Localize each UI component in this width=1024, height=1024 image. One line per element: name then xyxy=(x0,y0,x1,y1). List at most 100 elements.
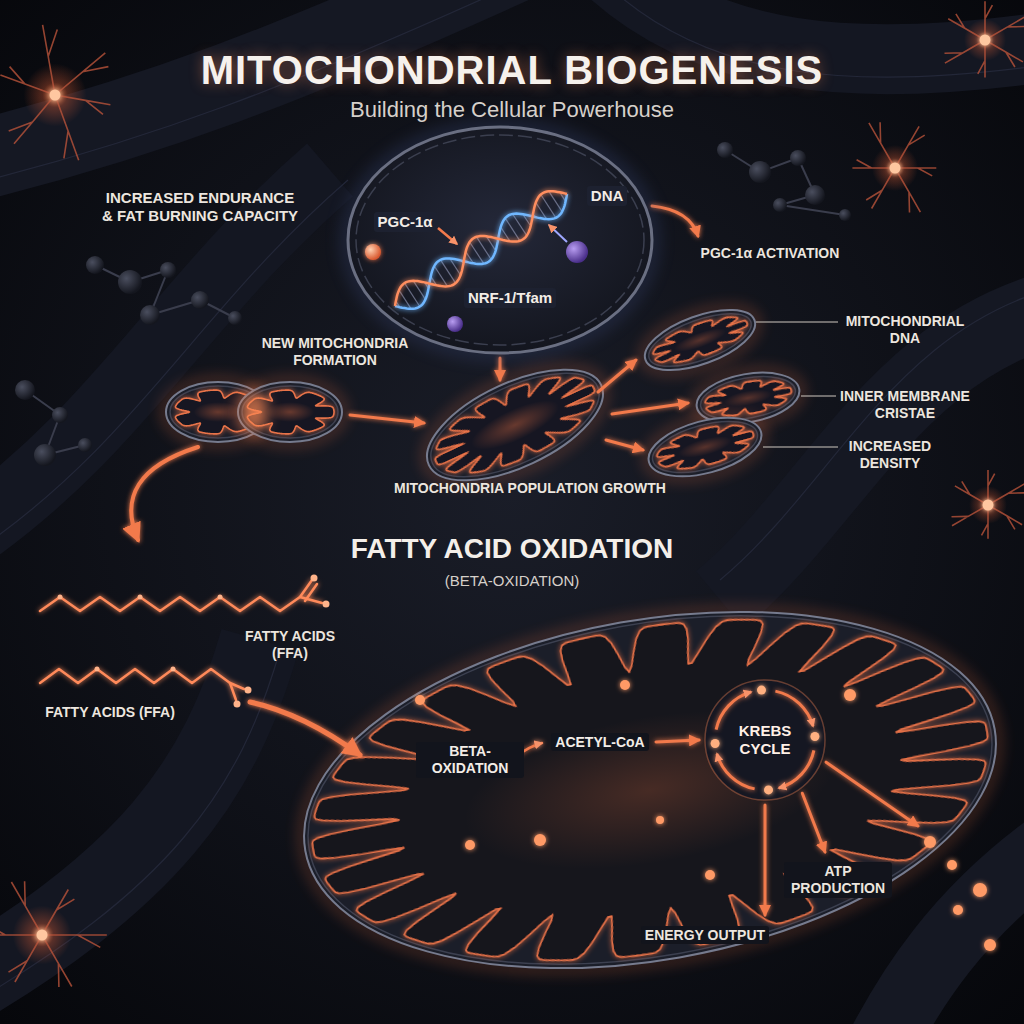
part-label: INNER MEMBRANE CRISTAE xyxy=(830,388,980,422)
neuron-glow xyxy=(895,168,936,176)
fatty-acid-atoms xyxy=(323,601,330,608)
neuron-glow xyxy=(55,95,79,160)
neuron-glow xyxy=(42,935,72,987)
krebs-shape xyxy=(810,732,819,741)
molecule-label: FATTY ACIDS (FFA) xyxy=(230,628,350,662)
molecule-cluster xyxy=(15,380,92,466)
mito-shape xyxy=(656,816,664,824)
nucleus-shape xyxy=(365,244,381,260)
section-subheading: (BETA-OXIDATION) xyxy=(445,572,579,590)
atp-particles xyxy=(984,939,996,951)
protein-label: PGC-1α xyxy=(374,212,437,232)
flow-arrows xyxy=(826,762,918,826)
muscle-fibers xyxy=(0,640,260,1000)
neuron-glow xyxy=(0,67,55,95)
neuron-glow xyxy=(42,935,107,947)
flow-arrows xyxy=(656,740,699,742)
molecule-cluster xyxy=(140,305,160,325)
neuron-glow xyxy=(866,168,895,209)
molecule-cluster xyxy=(228,311,242,325)
krebs-shape xyxy=(711,739,720,748)
molecule-cluster xyxy=(86,256,104,274)
cycle-label: KREBS CYCLE xyxy=(725,722,805,758)
mitochondrion-shape xyxy=(465,391,565,459)
neuron-glow xyxy=(55,95,110,114)
output-label: ATP PRODUCTION xyxy=(784,862,892,898)
neuron-glow xyxy=(955,481,988,505)
molecule-cluster xyxy=(717,142,733,158)
fatty-acid-atoms xyxy=(58,595,63,600)
subtitle: Building the Cellular Powerhouse xyxy=(350,97,674,123)
diagram-title: MITOCHONDRIAL BIOGENESIS xyxy=(201,46,824,94)
dna-helix xyxy=(549,191,562,211)
mitochondrion-shape xyxy=(416,352,613,498)
cell-nucleus: PGC-1αDNANRF-1/Tfam xyxy=(345,124,655,356)
nucleus-shape xyxy=(356,135,644,345)
dna-label: DNA xyxy=(587,186,628,206)
nucleus-shape xyxy=(549,225,567,242)
neuron-glow xyxy=(0,881,107,987)
mitochondrion-shape xyxy=(676,432,733,462)
muscle-fibers xyxy=(720,300,1024,600)
molecule-cluster xyxy=(839,209,851,221)
atp-particles xyxy=(947,860,957,870)
mitochondrion-shape xyxy=(285,572,1015,1009)
mitochondrion-shape xyxy=(642,407,768,487)
fatty-acid-atoms xyxy=(95,667,100,672)
krebs-shape xyxy=(775,691,813,726)
nucleus-shape xyxy=(438,228,457,244)
mitochondrion-shape xyxy=(647,412,763,482)
mitochondrion-shape xyxy=(640,404,770,489)
neuron-glow xyxy=(42,890,74,936)
neuron-glow xyxy=(50,90,61,101)
neuron-glow xyxy=(9,935,43,982)
krebs-shape xyxy=(705,680,825,800)
neuron-glow xyxy=(890,163,901,174)
nucleus-shape xyxy=(345,124,655,356)
molecule-cluster xyxy=(780,205,845,215)
mitochondrion-shape xyxy=(280,566,1019,1013)
molecule-cluster xyxy=(118,270,142,294)
molecule-cluster xyxy=(52,407,68,423)
neuron-glow xyxy=(952,505,989,526)
section-heading: FATTY ACID OXIDATION xyxy=(351,532,674,566)
neuron-glow xyxy=(978,40,985,78)
mito-shape xyxy=(705,870,715,880)
benefit-label: INCREASED ENDURANCE & FAT BURNING CAPACI… xyxy=(99,189,301,225)
neuron-glow xyxy=(9,95,55,144)
neuron-glow xyxy=(988,505,1022,529)
mitochondrion-shape xyxy=(723,387,773,410)
mitochondrion-shape xyxy=(238,382,342,442)
fatty-acid-chains xyxy=(300,580,322,603)
muscle-fibers xyxy=(0,170,330,540)
part-label: MITOCHONDRIAL DNA xyxy=(835,313,975,347)
process-label: BETA-OXIDATION xyxy=(416,742,524,778)
mito-shape xyxy=(534,834,546,846)
neuron-glow xyxy=(945,1,1024,77)
fatty-acid-atoms xyxy=(171,667,176,672)
molecule-cluster xyxy=(34,444,56,466)
muscle-fibers xyxy=(0,650,280,1010)
mitochondrion-shape xyxy=(236,380,344,444)
fatty-acid-atoms xyxy=(245,687,252,694)
molecule-cluster xyxy=(86,256,242,325)
neuron-glow xyxy=(895,168,920,213)
neuron-glow xyxy=(869,122,895,168)
mitochondrion-shape xyxy=(236,380,344,444)
mito-shape xyxy=(620,680,630,690)
flow-arrows xyxy=(250,702,918,915)
molecule-cluster xyxy=(790,150,806,166)
molecule-label: FATTY ACIDS (FFA) xyxy=(45,704,175,721)
molecule-cluster xyxy=(773,198,787,212)
dna-helix xyxy=(413,281,425,300)
flow-arrows xyxy=(764,805,767,915)
krebs-shape xyxy=(717,754,755,789)
mitochondrion-shape xyxy=(640,404,770,489)
mitochondrion-shape xyxy=(649,308,753,372)
mitochondrion-shape xyxy=(273,559,1024,1020)
mitochondrion-shape xyxy=(273,559,1024,1020)
fatty-acid-chains xyxy=(40,597,300,611)
neuron-glow xyxy=(948,14,985,40)
mitochondrion-shape xyxy=(642,303,757,378)
nucleus-shape xyxy=(566,241,588,263)
